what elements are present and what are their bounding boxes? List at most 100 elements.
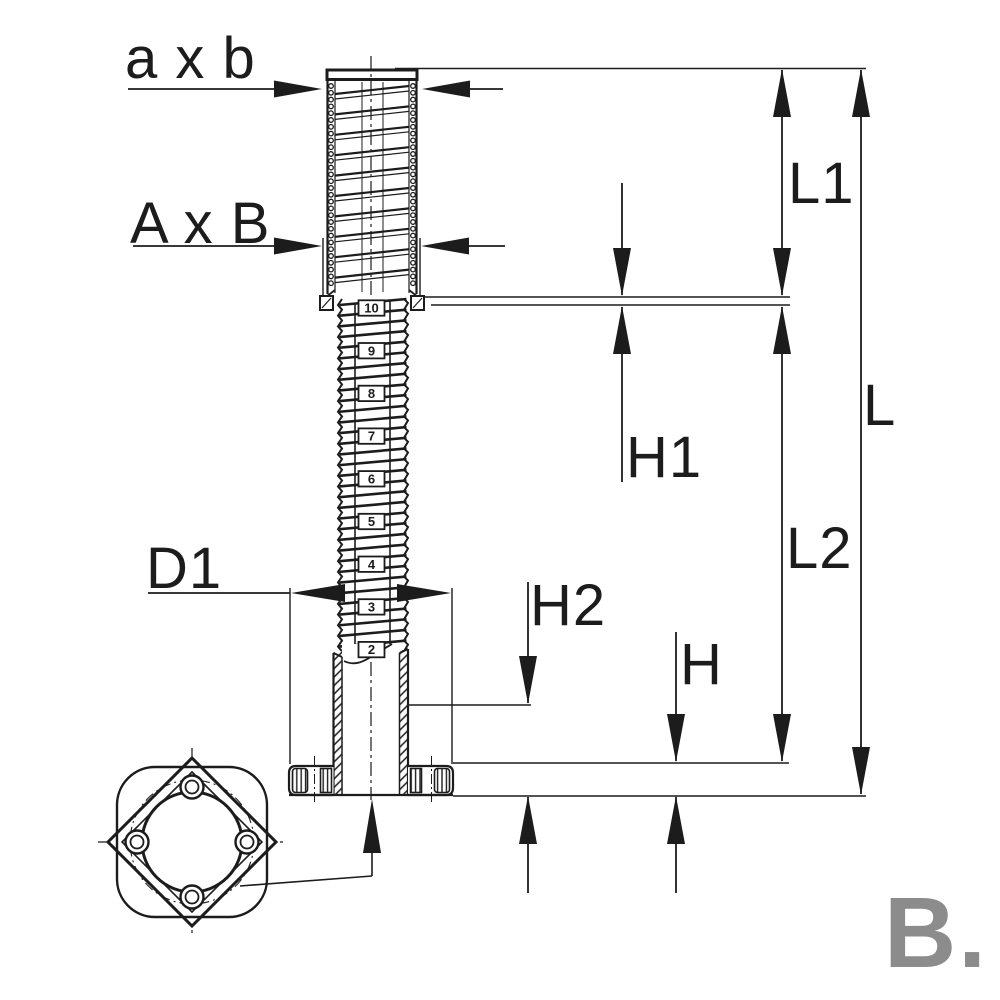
dim-label-H1: H1 xyxy=(626,425,702,490)
arrowhead xyxy=(852,69,870,117)
scale-plate xyxy=(357,641,386,659)
sleeve-rib xyxy=(334,192,410,202)
flange-rib-hatch xyxy=(409,767,423,794)
sleeve-bump xyxy=(410,96,416,103)
sleeve-bump xyxy=(410,205,416,212)
corrugated-sleeve xyxy=(319,68,425,311)
thread-band xyxy=(339,500,407,510)
sleeve-bump xyxy=(410,212,416,219)
scale-number: 4 xyxy=(368,557,376,572)
bottom-view xyxy=(98,748,381,936)
thread-band xyxy=(339,585,407,595)
scale-plate xyxy=(357,384,386,403)
dim-label-D1: D1 xyxy=(146,536,222,601)
dim-label-L: L xyxy=(863,373,896,438)
flange-rib-hatch xyxy=(433,767,451,794)
sleeve-rib xyxy=(334,227,410,238)
sleeve-bump xyxy=(410,273,416,280)
thread-band xyxy=(339,415,407,424)
sleeve-bump xyxy=(328,137,334,144)
sleeve-bump xyxy=(410,253,416,259)
scale-number: 8 xyxy=(368,386,375,401)
sleeve-rib-pattern xyxy=(334,84,410,284)
sleeve-rib xyxy=(334,212,410,222)
sleeve-bump xyxy=(328,212,334,219)
sleeve-bump xyxy=(410,89,416,96)
sleeve-bump xyxy=(410,178,416,185)
arrowhead xyxy=(274,80,322,98)
sleeve-bump xyxy=(410,157,416,164)
thread-band xyxy=(339,329,407,339)
sleeve-rib xyxy=(334,146,410,157)
rod-scale-plates: 10 9 8 7 6 5 4 3 2 xyxy=(357,299,386,659)
arrowhead xyxy=(773,306,791,354)
sleeve-rib xyxy=(334,274,410,284)
sleeve-bump xyxy=(410,83,416,89)
view-leader-line xyxy=(239,875,373,887)
thread-band xyxy=(339,447,407,456)
bolt-hole-bottom-inner xyxy=(184,889,200,905)
thread-band xyxy=(339,404,407,414)
sleeve-bump xyxy=(328,83,334,89)
arrowhead xyxy=(613,248,631,296)
sleeve-rib xyxy=(334,207,410,218)
arrowhead xyxy=(773,248,791,296)
thread-band xyxy=(339,543,407,552)
sleeve-corrugation-bumps xyxy=(328,83,416,287)
flange-rib-hatch xyxy=(291,767,309,794)
sleeve-bump xyxy=(328,110,334,117)
view-leader-arrowhead xyxy=(363,799,381,853)
arrowhead xyxy=(667,796,685,844)
plate-outline-inner xyxy=(120,770,264,914)
sleeve-bump xyxy=(410,198,416,205)
sleeve-rib xyxy=(334,248,410,259)
sleeve-bump xyxy=(410,171,416,178)
sleeve-rib xyxy=(334,105,410,116)
sleeve-bump xyxy=(328,89,334,96)
sleeve-bump xyxy=(328,246,334,253)
dimension-arrowheads xyxy=(274,69,870,844)
arrowhead xyxy=(667,714,685,762)
sleeve-bump xyxy=(328,205,334,212)
thread-band xyxy=(339,489,407,499)
sleeve-bump xyxy=(410,144,416,151)
sleeve-bump xyxy=(410,117,416,123)
scale-plate xyxy=(357,427,386,445)
arrowhead xyxy=(613,306,631,354)
arrowhead xyxy=(291,584,345,602)
bolt-hole-left-inner xyxy=(129,834,145,850)
sleeve-bump xyxy=(410,164,416,171)
arrowhead xyxy=(773,714,791,762)
scale-number: 10 xyxy=(364,301,378,316)
sleeve-bump xyxy=(328,280,334,287)
scale-number: 7 xyxy=(368,429,375,444)
scale-number: 5 xyxy=(368,514,375,529)
sleeve-bump xyxy=(410,239,416,246)
sleeve-bump xyxy=(410,110,416,117)
thread-band xyxy=(339,575,407,584)
bolt-hole-top-inner xyxy=(184,779,200,795)
arrowhead xyxy=(422,80,470,98)
scale-number: 3 xyxy=(368,600,375,615)
sleeve-rib xyxy=(334,84,410,96)
scale-plate xyxy=(357,598,386,616)
sleeve-bump xyxy=(328,178,334,185)
sleeve-rib xyxy=(334,125,410,136)
dim-label-H: H xyxy=(680,632,723,697)
arrowhead xyxy=(852,747,870,795)
thread-band xyxy=(339,319,407,328)
arrowhead xyxy=(519,656,537,704)
socket-wall-left-hatch xyxy=(333,652,342,795)
sleeve-bump xyxy=(410,232,416,239)
sleeve-bump xyxy=(328,259,334,266)
sheet-label: B. xyxy=(884,877,988,989)
scale-plate xyxy=(357,299,386,317)
sleeve-rib xyxy=(334,131,410,141)
dimension-labels: a x b A x B D1 L1 L H1 L2 H2 H B. xyxy=(125,26,988,989)
sleeve-bump xyxy=(328,171,334,178)
socket-wall-right-cap xyxy=(399,648,409,654)
sleeve-bump xyxy=(328,191,334,198)
arrowhead xyxy=(421,237,469,255)
sleeve-rib xyxy=(334,172,410,182)
